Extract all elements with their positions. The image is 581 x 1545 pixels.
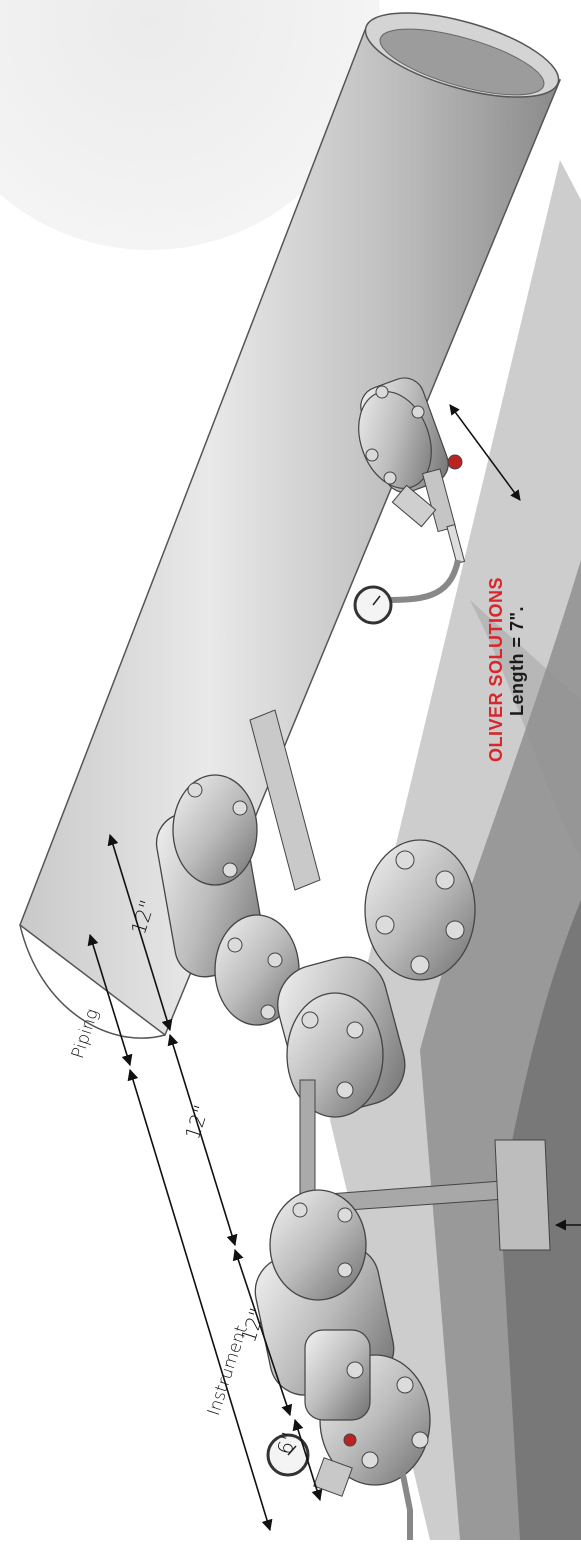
brand-name: OLIVER SOLUTIONS (486, 576, 506, 762)
flange-bolt-icon (292, 1202, 429, 1469)
dimension-line-piping (87, 933, 133, 1067)
flange-bolt-icon (365, 385, 425, 485)
support-base-plate (494, 1139, 551, 1251)
background-circle (0, 0, 380, 250)
dimension-line-spacing-2 (232, 1248, 293, 1417)
dimension-line-pipe-offset (107, 833, 173, 1032)
lower-valve-assembly (254, 1189, 431, 1545)
main-pipe (19, 12, 562, 1039)
needle-valve-icon (447, 454, 463, 470)
pressure-gauge-icon (353, 585, 393, 625)
dimension-line-instrument (127, 1068, 273, 1532)
upper-dimension-arrow (449, 404, 521, 501)
flange-bolt-icon (187, 782, 465, 1099)
length-note: Length = 7". (507, 605, 527, 716)
needle-valve-icon (343, 1433, 357, 1447)
dimension-line-spacing-3 (292, 1418, 323, 1502)
dimension-line-spacing-1 (167, 1033, 238, 1247)
dimension-lines (87, 833, 581, 1532)
middle-valve-assembly (155, 709, 551, 1251)
